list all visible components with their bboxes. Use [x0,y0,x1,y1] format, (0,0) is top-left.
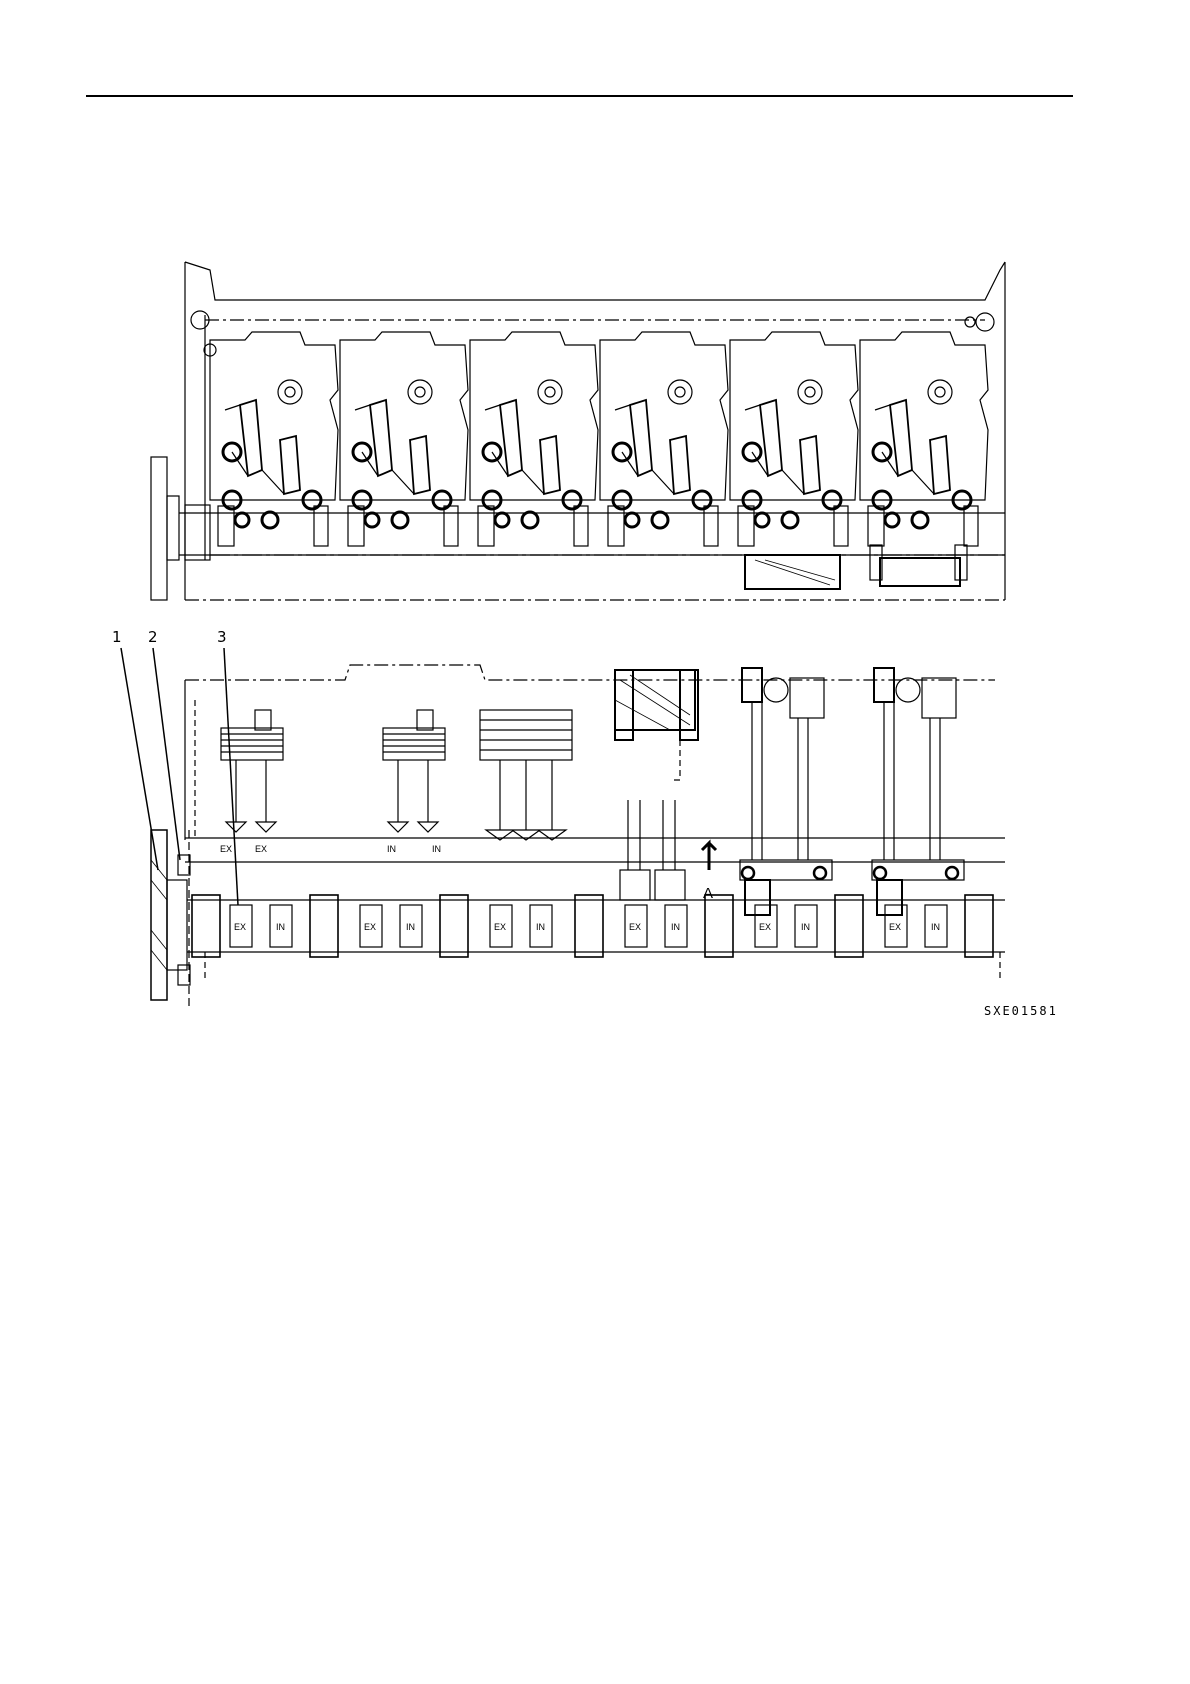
cam-lobe-label: EX [494,922,506,932]
view-arrow-label: A [703,885,713,902]
callout-2: 2 [148,628,158,646]
valve-label: EX [255,844,267,854]
cam-lobe-label: EX [629,922,641,932]
cam-lobe-label: IN [801,922,810,932]
callout-leaders [121,648,238,905]
valve-label: EX [220,844,232,854]
valve-train-drawing: EX EX IN IN EX IN EX IN EX IN EX IN EX I… [0,0,1190,1100]
cam-lobe-labels: EX IN EX IN EX IN EX IN EX IN EX IN [234,922,940,932]
figure-code: SXE01581 [984,1004,1058,1018]
rocker-cells-top [185,332,988,589]
cam-lobe-label: IN [671,922,680,932]
cam-lobe-label: IN [406,922,415,932]
cam-lobe-label: IN [276,922,285,932]
valve-label: IN [387,844,396,854]
cam-lobe-label: IN [536,922,545,932]
rocker-bracket-section [615,670,698,900]
valve-springs [221,710,572,840]
callout-1: 1 [112,628,122,646]
view-arrow-a [702,843,716,870]
cam-lobe-label: IN [931,922,940,932]
pushrod-assemblies [740,668,964,915]
valve-label: IN [432,844,441,854]
camshaft-journals [192,895,993,957]
callout-3: 3 [217,628,227,646]
cam-lobe-label: EX [234,922,246,932]
side-view [151,665,1005,1010]
cam-lobe-label: EX [364,922,376,932]
top-view [151,262,1005,600]
cam-lobe-label: EX [759,922,771,932]
valve-labels: EX EX IN IN [220,844,441,854]
cam-lobe-label: EX [889,922,901,932]
